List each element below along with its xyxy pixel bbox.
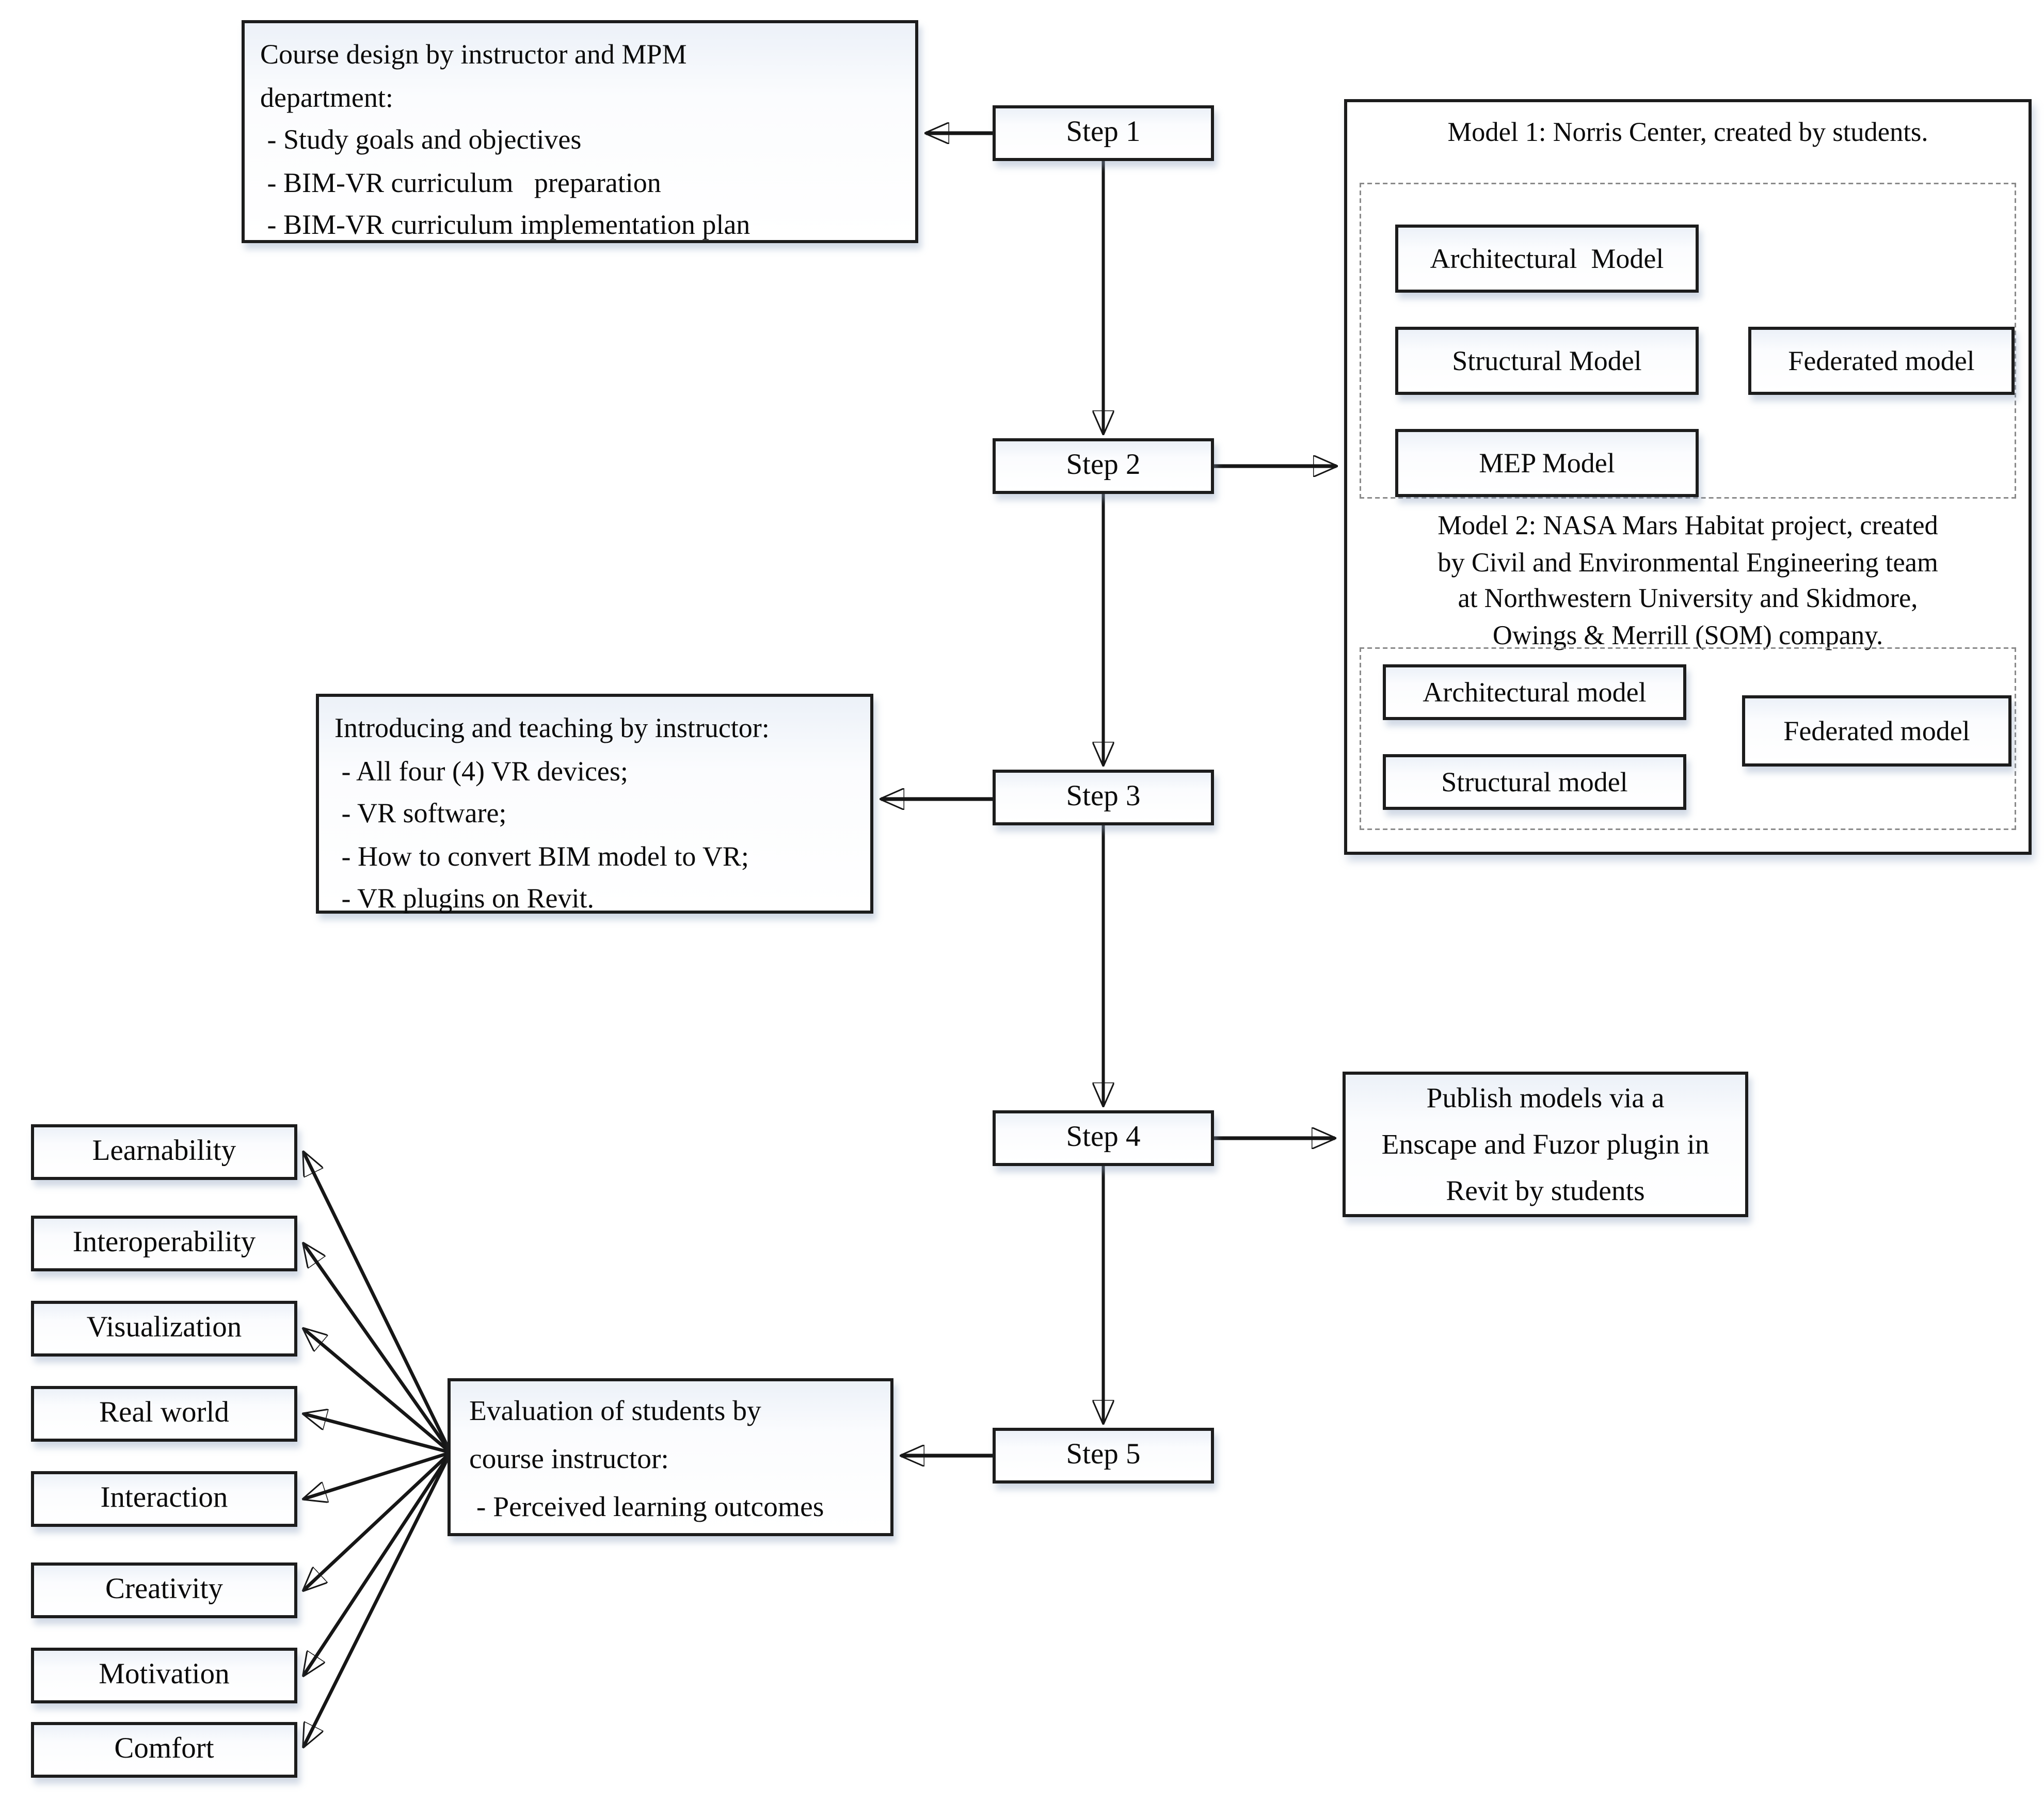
outcome-interoperability: Interoperability bbox=[31, 1216, 297, 1271]
publish-line: Revit by students bbox=[1446, 1177, 1645, 1208]
teaching-box: Introducing and teaching by instructor: … bbox=[316, 694, 873, 914]
step-2-box: Step 2 bbox=[993, 438, 1214, 494]
model2-caption-line: Owings & Merrill (SOM) company. bbox=[1492, 618, 1883, 650]
model2-caption: Model 2: NASA Mars Habitat project, crea… bbox=[1347, 508, 2029, 653]
course-design-line: - BIM-VR curriculum implementation plan bbox=[260, 209, 750, 240]
arrow-eval-to-learnability bbox=[304, 1152, 452, 1454]
course-design-line: department: bbox=[260, 81, 393, 113]
evaluation-line: - Perceived learning outcomes bbox=[469, 1493, 824, 1524]
step-3-box: Step 3 bbox=[993, 770, 1214, 825]
model2-caption-line: at Northwestern University and Skidmore, bbox=[1458, 582, 1918, 613]
arrow-eval-to-visualization bbox=[304, 1329, 452, 1454]
arrow-eval-to-interaction bbox=[304, 1450, 452, 1499]
teaching-line: - VR software; bbox=[334, 798, 507, 828]
structural-model-1-box: Structural Model bbox=[1395, 327, 1699, 395]
architectural-model-1-box: Architectural Model bbox=[1395, 225, 1699, 293]
teaching-line: - How to convert BIM model to VR; bbox=[334, 840, 749, 871]
arrow-eval-to-motivation bbox=[304, 1452, 452, 1676]
arrow-eval-to-comfort bbox=[304, 1452, 452, 1747]
course-design-box: Course design by instructor and MPM depa… bbox=[242, 20, 918, 243]
outcome-learnability: Learnability bbox=[31, 1124, 297, 1180]
teaching-line: Introducing and teaching by instructor: bbox=[334, 712, 770, 743]
outcome-interaction: Interaction bbox=[31, 1471, 297, 1527]
structural-model-2-box: Structural model bbox=[1383, 754, 1686, 810]
model2-caption-line: by Civil and Environmental Engineering t… bbox=[1438, 546, 1938, 577]
mep-model-box: MEP Model bbox=[1395, 429, 1699, 497]
teaching-line: - VR plugins on Revit. bbox=[334, 883, 595, 914]
federated-model-1-box: Federated model bbox=[1748, 327, 2015, 395]
model2-dashed-group: Architectural model Structural model Fed… bbox=[1360, 647, 2016, 830]
outcome-creativity: Creativity bbox=[31, 1562, 297, 1618]
models-panel: Model 1: Norris Center, created by stude… bbox=[1344, 99, 2032, 855]
evaluation-box: Evaluation of students by course instruc… bbox=[448, 1378, 893, 1536]
model2-caption-line: Model 2: NASA Mars Habitat project, crea… bbox=[1438, 509, 1938, 540]
step-1-box: Step 1 bbox=[993, 105, 1214, 161]
arrow-eval-to-interoperability bbox=[304, 1243, 452, 1454]
model1-dashed-group: Architectural Model Structural Model MEP… bbox=[1360, 183, 2016, 499]
course-design-line: - Study goals and objectives bbox=[260, 124, 582, 155]
teaching-line: - All four (4) VR devices; bbox=[334, 755, 628, 786]
outcome-visualization: Visualization bbox=[31, 1301, 297, 1357]
publish-box: Publish models via a Enscape and Fuzor p… bbox=[1343, 1072, 1748, 1217]
publish-line: Publish models via a bbox=[1426, 1084, 1665, 1115]
arrow-eval-to-real-world bbox=[304, 1414, 451, 1455]
federated-model-2-box: Federated model bbox=[1742, 695, 2011, 767]
model1-title: Model 1: Norris Center, created by stude… bbox=[1447, 116, 1928, 147]
evaluation-line: Evaluation of students by bbox=[469, 1397, 761, 1428]
outcome-real-world: Real world bbox=[31, 1386, 297, 1442]
course-design-line: - BIM-VR curriculum preparation bbox=[260, 166, 661, 198]
step-5-box: Step 5 bbox=[993, 1428, 1214, 1484]
course-design-line: Course design by instructor and MPM bbox=[260, 39, 687, 70]
arrow-eval-to-creativity bbox=[304, 1451, 452, 1590]
architectural-model-2-box: Architectural model bbox=[1383, 664, 1686, 720]
publish-line: Enscape and Fuzor plugin in bbox=[1381, 1130, 1710, 1161]
outcome-comfort: Comfort bbox=[31, 1722, 297, 1778]
outcome-motivation: Motivation bbox=[31, 1648, 297, 1703]
evaluation-line: course instructor: bbox=[469, 1445, 669, 1476]
step-4-box: Step 4 bbox=[993, 1110, 1214, 1166]
